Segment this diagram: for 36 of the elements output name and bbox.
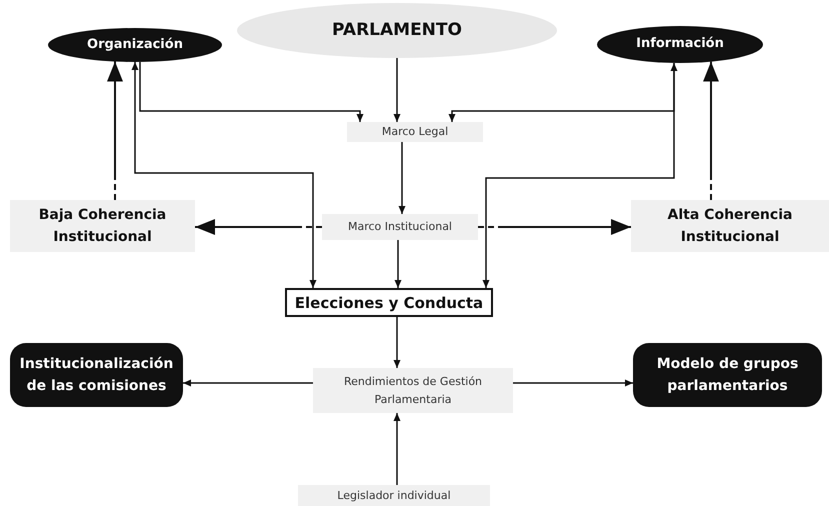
node-label: Marco Institucional xyxy=(347,219,453,236)
rounded-box xyxy=(633,343,822,407)
node-label: Institucionalización de las comisiones xyxy=(18,354,174,396)
arrow xyxy=(394,317,400,368)
arrow xyxy=(195,219,322,235)
arrow xyxy=(107,62,123,200)
arrow xyxy=(478,219,631,235)
node-label: Elecciones y Conducta xyxy=(294,292,484,314)
arrow xyxy=(513,380,633,386)
process-box xyxy=(347,122,483,142)
node-label: PARLAMENTO xyxy=(331,18,463,42)
process-box xyxy=(322,214,478,240)
process-box xyxy=(631,200,829,252)
process-box xyxy=(313,368,513,413)
arrow xyxy=(394,58,400,122)
arrow xyxy=(394,413,400,485)
node-label: Legislador individual xyxy=(336,488,452,504)
node-label: Marco Legal xyxy=(380,124,450,140)
arrow xyxy=(394,240,402,288)
rounded-box xyxy=(10,343,183,407)
node-label: Organización xyxy=(86,36,184,54)
arrow xyxy=(703,62,719,200)
node-label: Alta Coherencia Institucional xyxy=(666,206,794,247)
arrow xyxy=(139,62,364,122)
node-label: Modelo de grupos parlamentarios xyxy=(656,354,800,396)
arrow xyxy=(132,62,316,288)
process-box xyxy=(285,288,493,317)
node-label: Rendimientos de Gestión Parlamentaria xyxy=(342,374,484,408)
arrow xyxy=(448,62,675,122)
node-label: Información xyxy=(635,35,725,54)
process-box xyxy=(10,200,195,252)
node-label: Baja Coherencia Institucional xyxy=(38,206,168,247)
process-box xyxy=(298,485,490,506)
arrow xyxy=(398,142,406,214)
arrow xyxy=(183,380,313,386)
arrow xyxy=(482,62,678,288)
